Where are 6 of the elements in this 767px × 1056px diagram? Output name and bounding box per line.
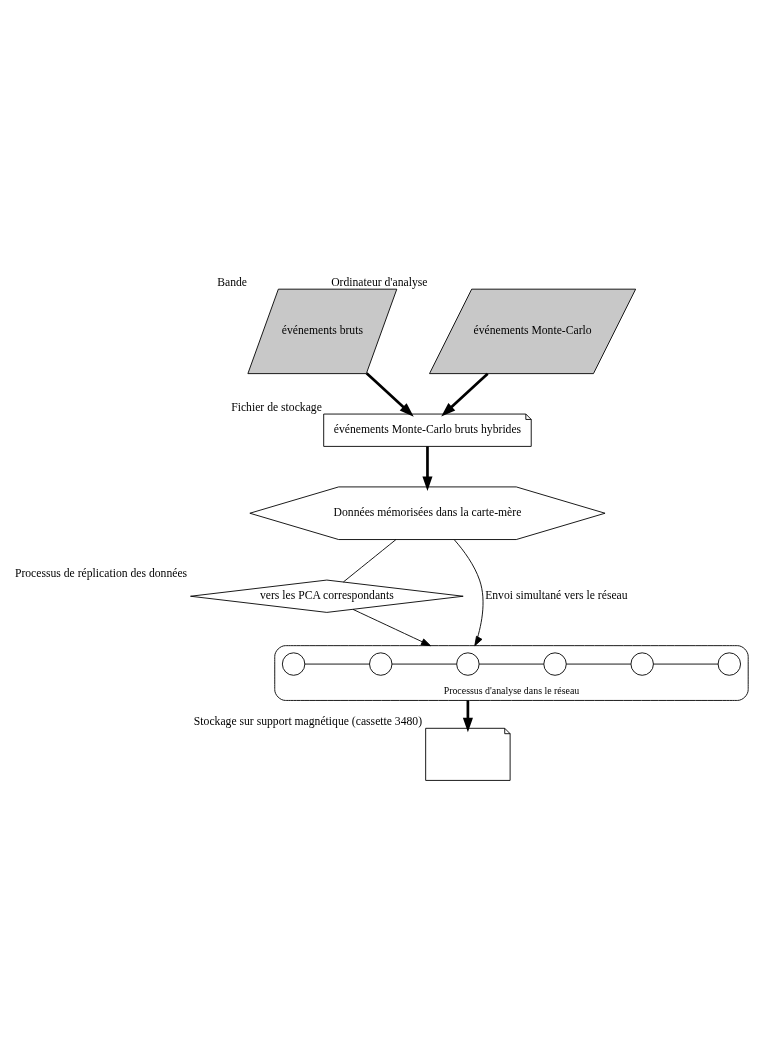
edge-label: Envoi simultané vers le réseau xyxy=(485,588,628,602)
node-label: Processus de réplication des données xyxy=(14,566,188,580)
node-label: Fichier de stockage xyxy=(231,400,322,414)
node-label: Ordinateur d'analyse xyxy=(331,275,428,289)
node-label: Bande xyxy=(217,275,247,289)
node-label: Stockage sur support magnétique (cassette 3480) xyxy=(193,714,423,728)
